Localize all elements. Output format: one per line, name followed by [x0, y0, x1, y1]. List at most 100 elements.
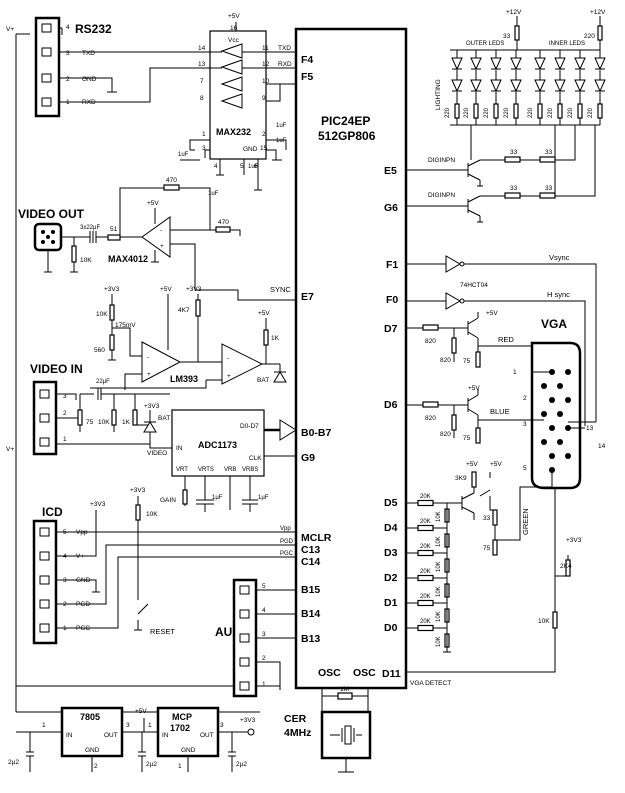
- oscillator: 1M CER 4MHz: [284, 686, 372, 773]
- aux-pin2: 2: [262, 655, 266, 662]
- driver1-label: DIGINPN: [428, 157, 455, 164]
- led-12v-outer: +12V: [506, 9, 522, 16]
- max232-pin15: 15: [260, 145, 268, 152]
- driver1-r1: 33: [510, 149, 518, 156]
- dac-r20k: [417, 599, 434, 607]
- pin-d5: D5: [384, 497, 398, 509]
- max232-pin14: 14: [198, 45, 206, 52]
- vga-section: VGA 1 2 3 5 13 14 RED BLUE GREEN 820 820…: [406, 310, 606, 687]
- vga-pin-dot: [565, 453, 571, 459]
- vga-pin-dot: [541, 439, 547, 445]
- vga-pin1: 1: [513, 369, 517, 376]
- led-icon: [594, 79, 606, 93]
- led-resistor: [513, 103, 519, 119]
- aux-pin1: 1: [262, 681, 266, 688]
- inner-leds-label: INNER LEDS: [549, 41, 585, 47]
- pin-mclr: MCLR: [301, 532, 332, 544]
- comp2-plus: +: [227, 373, 231, 380]
- reset-label: RESET: [150, 627, 175, 636]
- dac-r20k-label: 20K: [420, 544, 431, 550]
- vout-r51: 51: [110, 226, 118, 233]
- pin-f4: F4: [301, 54, 313, 66]
- rs232-pin-4: 4: [66, 24, 70, 31]
- rs232-connector: RS232 V+ 4 3 TXD 2 GND 1 RXD: [6, 16, 195, 712]
- mcu-name: PIC24EP: [321, 114, 370, 128]
- pin-e5: E5: [384, 165, 397, 177]
- max232-pin1: 1: [202, 131, 206, 138]
- led-icon: [470, 57, 482, 71]
- icd-3v3: +3V3: [90, 501, 106, 508]
- led-r-label: 220: [464, 107, 470, 118]
- green-r33: 33: [483, 515, 491, 522]
- red-5v: +5V: [486, 310, 498, 317]
- dac-r20k: [417, 549, 434, 557]
- aux-connector: AUX 5 4 3 2 1: [16, 578, 296, 698]
- reg-c1: 2µ2: [8, 759, 19, 766]
- pin-d2: D2: [384, 572, 398, 584]
- vout-5v: +5V: [147, 200, 159, 207]
- vga-pin2: 2: [523, 395, 527, 402]
- comp-3v3-b: +3V3: [186, 286, 202, 293]
- pin-c13: C13: [301, 544, 320, 556]
- reg-mcp: MCP: [172, 712, 192, 722]
- reg1-gnd: GND: [85, 747, 100, 754]
- led-resistor: [557, 103, 563, 119]
- max232-pin10: 10: [262, 78, 270, 85]
- max232-pin8: 8: [200, 95, 204, 102]
- comp-3v3-a: +3V3: [104, 286, 120, 293]
- led-icon: [554, 57, 566, 71]
- adc-vrbs: VRBS: [242, 467, 258, 473]
- pic24-mcu: PIC24EP 512GP806 F4 F5 E7 B0-B7 G9 MCLR …: [294, 27, 408, 690]
- icd-connector: ICD 5 Vpp 4 V+ 3 GND 2 PGD 1 PGC +3V3 +3…: [32, 487, 296, 645]
- pin-d4: D4: [384, 522, 398, 534]
- reg2-p3: 3: [220, 722, 224, 729]
- led-icon: [554, 79, 566, 93]
- pin-d0: D0: [384, 622, 398, 634]
- pin-f1: F1: [386, 259, 398, 271]
- pin-d11: D11: [382, 668, 401, 680]
- sync-label: SYNC: [270, 285, 291, 294]
- aux-pin5: 5: [262, 583, 266, 590]
- dac-r10k-label: 10K: [436, 611, 442, 622]
- rs232-pin-2: 2: [66, 76, 70, 83]
- green-5v-b: +5V: [490, 461, 502, 468]
- comp-175mv: 175mV: [115, 322, 136, 329]
- comp-r1k: 1K: [271, 335, 280, 342]
- reg-3v3: +3V3: [240, 717, 256, 724]
- pin-c14: C14: [301, 556, 320, 568]
- vga-title: VGA: [541, 317, 567, 331]
- sync-inverters: Vsync H sync 74HCT04: [406, 253, 597, 426]
- led-resistor: [493, 103, 499, 119]
- led-icon: [470, 79, 482, 93]
- comp-5v: +5V: [160, 286, 172, 293]
- comp-5v-b: +5V: [258, 310, 270, 317]
- led-icon: [534, 57, 546, 71]
- max232-pin4: 4: [214, 163, 218, 170]
- comp-name: LM393: [170, 374, 198, 384]
- vout-r10k: 10K: [80, 257, 92, 264]
- vga-pin-dot: [549, 425, 555, 431]
- outer-leds-label: OUTER LEDS: [466, 41, 504, 47]
- vin-r10k: 10K: [98, 419, 110, 426]
- led-r-label: 220: [504, 107, 510, 118]
- driver2-label: DIGINPN: [428, 192, 455, 199]
- osc-cer: CER: [284, 713, 307, 725]
- green-r3k9: 3K9: [455, 475, 467, 482]
- led-resistor: [473, 103, 479, 119]
- max232-pin12: 12: [262, 61, 270, 68]
- blue-r820a: 820: [425, 415, 436, 422]
- vga-pin13: 13: [586, 425, 594, 432]
- detect-r10k: 10K: [538, 618, 550, 625]
- adc-name: ADC1173: [198, 440, 237, 450]
- reg-1702: 1702: [170, 723, 190, 733]
- dac-r20k-label: 20K: [420, 519, 431, 525]
- led-12v-inner: +12V: [590, 9, 606, 16]
- reg-7805: 7805: [80, 712, 100, 722]
- osc-freq: 4MHz: [284, 727, 311, 739]
- dac-r10k-label: 10K: [436, 636, 442, 647]
- reg2-out: OUT: [200, 732, 214, 739]
- dac-r20k: [417, 524, 434, 532]
- led-resistor: [577, 103, 583, 119]
- pin-osc2: OSC: [353, 667, 376, 679]
